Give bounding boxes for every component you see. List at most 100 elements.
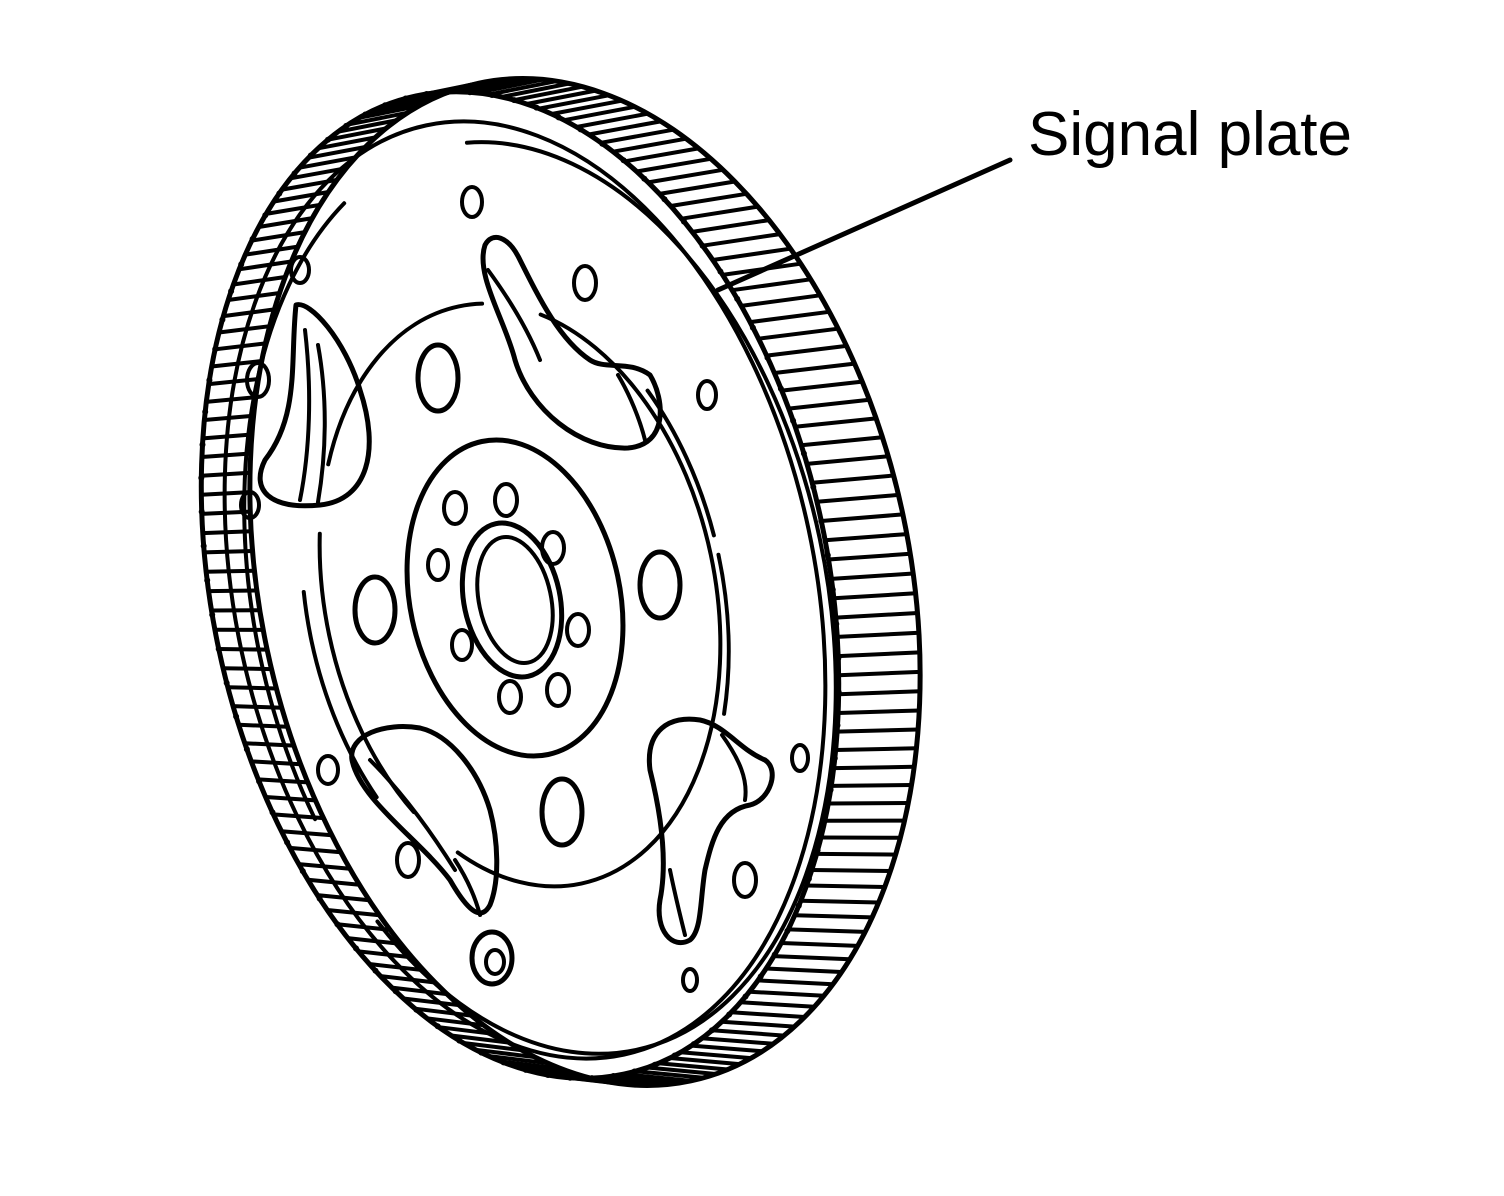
gear-tooth bbox=[499, 81, 572, 99]
gear-tooth bbox=[634, 156, 713, 174]
gear-tooth bbox=[755, 978, 835, 987]
gear-tooth bbox=[747, 989, 826, 998]
gear-tooth bbox=[378, 974, 438, 985]
edge-notch bbox=[269, 809, 276, 816]
edge-notch bbox=[555, 114, 562, 121]
gear-tooth bbox=[326, 126, 388, 142]
gear-tooth bbox=[474, 77, 545, 95]
edge-notch bbox=[382, 102, 389, 109]
gear-tooth bbox=[836, 650, 922, 659]
edge-notch bbox=[215, 646, 222, 652]
edge-notch bbox=[749, 324, 756, 331]
gear-tooth bbox=[799, 435, 885, 448]
gear-tooth bbox=[779, 941, 860, 948]
plate-rim-arc bbox=[242, 140, 838, 1056]
gear-tooth bbox=[633, 1069, 706, 1080]
hub-outer bbox=[404, 437, 626, 759]
edge-notch bbox=[209, 611, 216, 618]
gear-tooth bbox=[610, 1074, 681, 1086]
gear-tooth bbox=[700, 232, 782, 248]
edge-notch bbox=[771, 951, 778, 958]
gear-tooth bbox=[389, 985, 450, 997]
edge-notch bbox=[545, 1072, 551, 1078]
gear-tooth bbox=[264, 202, 323, 216]
gear-tooth bbox=[668, 191, 749, 208]
edge-notch bbox=[206, 377, 213, 384]
gear-tooth bbox=[835, 727, 921, 734]
edge-notch bbox=[198, 474, 205, 481]
gear-tooth bbox=[598, 127, 676, 145]
edge-notch bbox=[824, 552, 831, 559]
edge-notch bbox=[690, 1041, 697, 1048]
gear-tooth bbox=[764, 343, 849, 358]
edge-notch bbox=[533, 104, 540, 111]
gear-tooth bbox=[221, 307, 277, 319]
mounting-circle bbox=[317, 301, 723, 889]
gear-tooth bbox=[792, 913, 875, 920]
edge-notch bbox=[764, 354, 771, 361]
edge-notch bbox=[434, 1023, 441, 1030]
edge-notch bbox=[238, 261, 245, 268]
edge-notch bbox=[734, 295, 741, 302]
edge-notch bbox=[256, 778, 263, 785]
gear-tooth bbox=[719, 1019, 797, 1029]
edge-notch bbox=[588, 1075, 595, 1082]
edge-notch bbox=[316, 895, 323, 902]
edge-notch bbox=[709, 1027, 715, 1034]
edge-notch bbox=[334, 921, 341, 928]
plate-edge-scallops bbox=[198, 88, 842, 1082]
gear-tooth bbox=[690, 218, 771, 234]
edge-notch bbox=[671, 1052, 678, 1059]
edge-notch bbox=[577, 126, 584, 133]
gear-tooth bbox=[524, 88, 598, 106]
gear-tooth bbox=[357, 103, 421, 120]
gear-tooth bbox=[574, 111, 650, 129]
gear-tooth bbox=[512, 84, 585, 103]
gear-tooth bbox=[549, 98, 624, 116]
edge-notch bbox=[392, 988, 399, 995]
edge-notch bbox=[198, 508, 205, 515]
gear-tooth bbox=[786, 397, 872, 411]
edge-notch bbox=[511, 97, 518, 104]
gear-tooth bbox=[836, 689, 922, 697]
gear-tooth bbox=[833, 746, 919, 752]
edge-notch bbox=[372, 967, 379, 974]
edge-notch bbox=[500, 1059, 507, 1066]
edge-notch bbox=[829, 586, 836, 593]
gear-tooth bbox=[586, 119, 663, 137]
signal-plate-label: Signal plate bbox=[1028, 100, 1353, 169]
gear-tooth bbox=[656, 1061, 730, 1072]
hub-bore-inner bbox=[475, 534, 555, 666]
gear-tooth bbox=[462, 76, 532, 94]
gear-tooth bbox=[473, 1047, 538, 1060]
gear-tooth bbox=[829, 783, 914, 788]
edge-notch bbox=[818, 518, 825, 524]
edge-notch bbox=[478, 1049, 485, 1056]
edge-notch bbox=[423, 91, 430, 97]
edge-notch bbox=[742, 993, 749, 1000]
edge-notch bbox=[777, 385, 784, 392]
gear-tooth bbox=[810, 473, 896, 485]
gear-tooth bbox=[729, 1010, 807, 1019]
balance-bolt bbox=[469, 929, 515, 987]
edge-notch bbox=[805, 875, 812, 882]
edge-notch bbox=[200, 543, 207, 549]
gear-tooth bbox=[814, 851, 898, 857]
edge-notch bbox=[489, 92, 495, 98]
gear-tooth bbox=[833, 611, 920, 620]
gear-tooth bbox=[646, 167, 725, 185]
edge-notch bbox=[402, 95, 409, 102]
gear-tooth bbox=[316, 135, 378, 151]
edge-notch bbox=[325, 136, 331, 143]
edge-notch bbox=[202, 408, 209, 415]
gear-tooth bbox=[772, 361, 857, 375]
gear-tooth bbox=[537, 93, 611, 111]
gear-tooth bbox=[461, 1041, 525, 1053]
gear-tooth bbox=[562, 104, 637, 123]
gear-tooth bbox=[738, 1000, 817, 1009]
edge-notch bbox=[610, 1073, 617, 1079]
gear-tooth bbox=[793, 416, 879, 429]
gear-tooth bbox=[836, 669, 923, 678]
small-holes bbox=[239, 185, 810, 993]
edge-notch bbox=[810, 484, 817, 490]
